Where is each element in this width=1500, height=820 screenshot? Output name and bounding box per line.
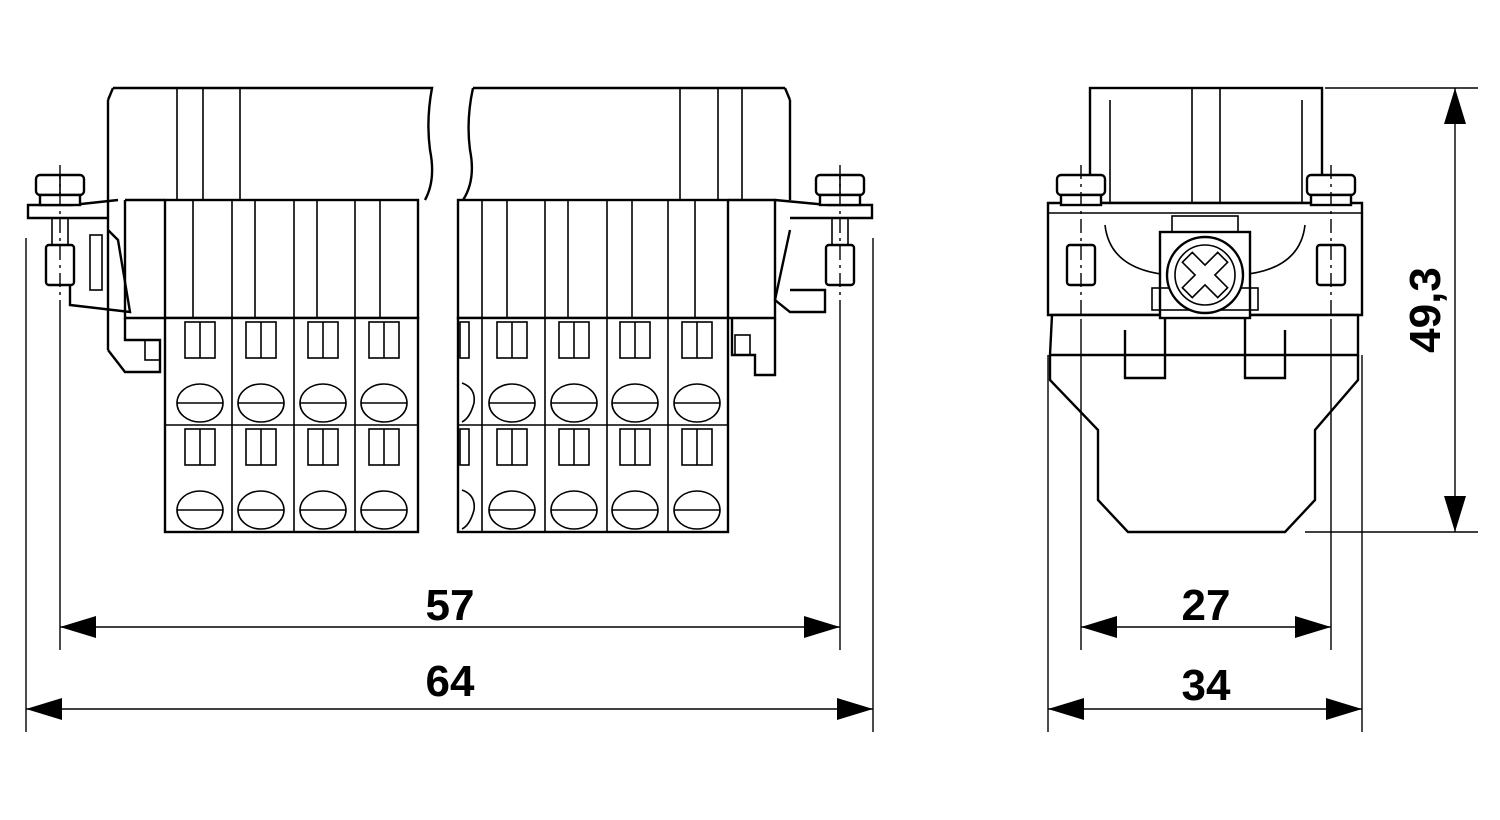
front-terminals (176, 321, 721, 530)
front-right-screw (814, 165, 866, 300)
front-view (26, 86, 874, 534)
front-insert-left (163, 198, 420, 534)
front-insert-right (456, 198, 730, 534)
front-left-latch (26, 198, 165, 374)
dim-27: 27 (1081, 581, 1331, 638)
dimension-lines (25, 87, 1478, 732)
dim-34-label: 34 (1182, 661, 1231, 710)
dim-57-label: 57 (426, 581, 475, 630)
side-right-screw (1305, 165, 1357, 320)
front-right-latch (728, 198, 874, 377)
dim-64-label: 64 (426, 657, 475, 706)
dim-27-label: 27 (1182, 581, 1231, 630)
side-center-screw (1165, 235, 1245, 315)
side-upper-housing (1088, 86, 1324, 205)
side-left-screw (1055, 165, 1107, 320)
front-upper-housing (106, 86, 792, 350)
side-view (1046, 86, 1364, 534)
dim-64: 64 (26, 657, 873, 720)
dim-57: 57 (60, 581, 840, 638)
dim-49-3-label: 49,3 (1401, 267, 1450, 353)
dim-49-3: 49,3 (1401, 88, 1466, 532)
front-left-screw (34, 165, 86, 300)
dim-34: 34 (1048, 661, 1362, 720)
